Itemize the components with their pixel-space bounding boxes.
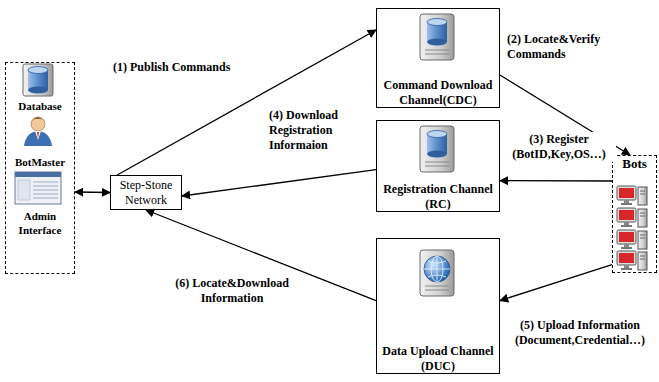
person-icon: [24, 117, 52, 146]
channel-server-box: Command Download Channel(CDC): [376, 8, 500, 108]
edge-label: (3) Register (BotID,Key,OS…): [502, 132, 616, 162]
edge-label: (5) Upload Information (Document,Credent…: [504, 318, 656, 348]
arrow-connector: [117, 30, 376, 175]
admin-screen-icon: [15, 172, 61, 204]
server-icon: [420, 250, 454, 296]
server-icon: [420, 126, 454, 172]
edge-label: (1) Publish Commands: [112, 60, 284, 75]
node-text: Step-Stone Network: [111, 178, 181, 207]
bot-computer-icon: [617, 208, 647, 227]
bots-group: Bots: [612, 155, 657, 273]
edge-label: (4) Download Registration Informaion: [268, 108, 358, 153]
arrow-connector: [75, 191, 110, 193]
node-text: Registration Channel (RC): [377, 182, 499, 211]
edge-label: (2) Locate&Verify Commands: [506, 32, 630, 62]
server-icon: [420, 14, 454, 60]
node-text: Database: [16, 99, 63, 113]
arrow-connector: [500, 265, 612, 301]
node-text: Bots: [620, 156, 649, 172]
channel-server-box: Registration Channel (RC): [376, 120, 500, 212]
node-text: Admin Interface: [6, 209, 74, 237]
channel-server-box: Data Upload Channel (DUC): [376, 238, 500, 374]
arrow-connector: [500, 180, 612, 182]
arrow-connector: [182, 170, 376, 196]
bot-computer-icon: [617, 186, 647, 205]
edge-label: (6) Locate&Download Information: [160, 276, 304, 306]
database-icon: [23, 64, 53, 96]
node-text: BotMaster: [13, 155, 67, 169]
node-text: Command Download Channel(CDC): [377, 78, 499, 107]
step-stone-box: Step-Stone Network: [110, 175, 182, 210]
bot-computer-icon: [617, 230, 647, 249]
botmaster-panel: DatabaseBotMasterAdmin Interface: [5, 62, 75, 274]
bot-computer-icon: [617, 251, 647, 270]
node-text: Data Upload Channel (DUC): [377, 344, 499, 373]
